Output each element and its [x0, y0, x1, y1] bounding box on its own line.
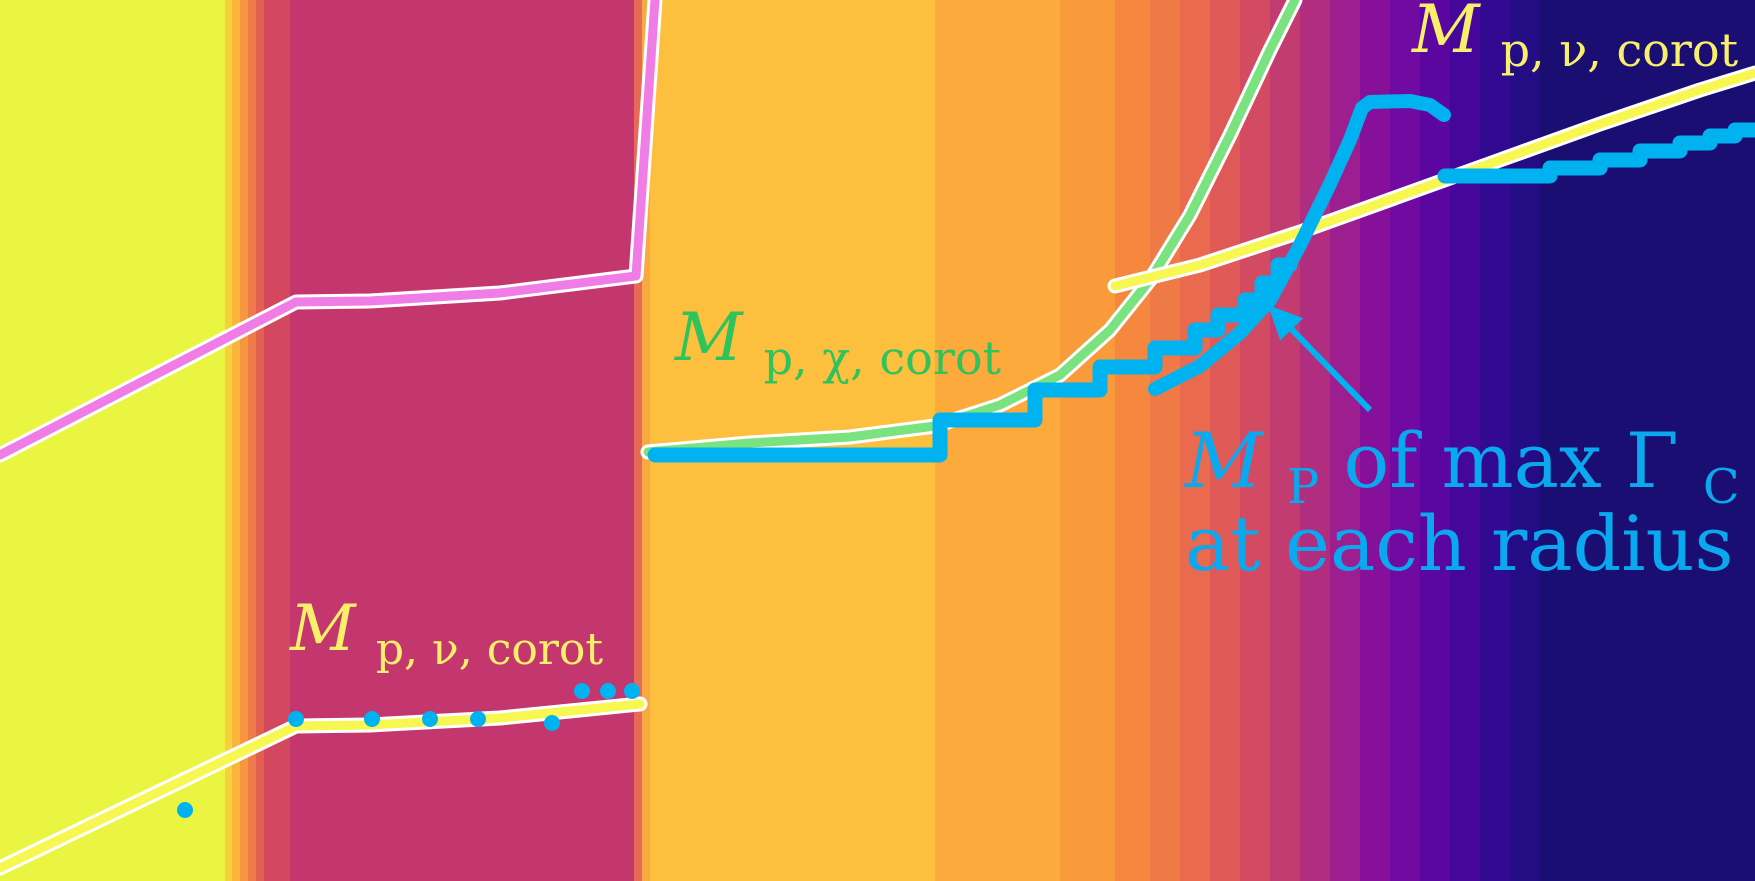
- annotation-arrow-shaft: [1286, 324, 1373, 413]
- label-mp-max-gamma-main: M: [1183, 416, 1265, 505]
- label-mp-max-gamma-sub: P: [1287, 459, 1319, 515]
- data-point-0-7: [600, 683, 616, 699]
- arrow-layer: [1268, 305, 1373, 413]
- label-mp-nu-corot-left-main: M: [289, 592, 357, 666]
- background-band-9: [642, 0, 650, 881]
- background-band-22: [1390, 0, 1420, 881]
- data-point-0-1: [288, 711, 304, 727]
- background-band-14: [1150, 0, 1180, 881]
- label-mp-max-gamma-line1: M P of max Γ C: [1183, 416, 1740, 521]
- background-band-24: [1450, 0, 1480, 881]
- background-band-19: [1300, 0, 1330, 881]
- background-band-7: [290, 0, 634, 881]
- step-series-1: [1437, 122, 1755, 184]
- series-line-2: [643, 0, 1300, 457]
- annotation-arrow-head: [1268, 305, 1304, 341]
- label-mp-nu-corot-right-main: M: [1411, 0, 1481, 68]
- series-line-4: [1148, 94, 1451, 396]
- data-point-0-6: [574, 683, 590, 699]
- label-mp-chi-corot: M p, χ, corot: [674, 299, 1002, 385]
- background-band-6: [264, 0, 290, 881]
- background-band-13: [1115, 0, 1150, 881]
- background-band-23: [1420, 0, 1450, 881]
- data-point-0-4: [470, 711, 486, 727]
- background-band-11: [935, 0, 1060, 881]
- background-band-2: [232, 0, 240, 881]
- label-mp-chi-corot-sub: p, χ, corot: [764, 331, 1002, 385]
- background-band-1: [225, 0, 232, 881]
- label-mp-chi-corot-main: M: [674, 299, 744, 376]
- background-band-18: [1270, 0, 1300, 881]
- background-band-15: [1180, 0, 1210, 881]
- label-mp-max-gamma-line2: at each radius: [1185, 499, 1734, 588]
- label-mp-nu-corot-left-sub: p, ν, corot: [376, 624, 604, 675]
- data-point-0-2: [364, 711, 380, 727]
- step-series-0: [647, 257, 1298, 463]
- label-mp-nu-corot-right-sub: p, ν, corot: [1501, 23, 1739, 77]
- background-band-12: [1060, 0, 1115, 881]
- point-series-layer: [177, 683, 640, 818]
- label-mp-nu-corot-left: M p, ν, corot: [289, 592, 603, 675]
- data-point-0-0: [177, 802, 193, 818]
- background-band-21: [1360, 0, 1390, 881]
- background-band-5: [256, 0, 264, 881]
- background-band-25: [1480, 0, 1510, 881]
- step-series-layer: [647, 122, 1755, 463]
- background-band-17: [1240, 0, 1270, 881]
- data-point-0-3: [422, 711, 438, 727]
- background-band-8: [634, 0, 642, 881]
- background-band-4: [248, 0, 256, 881]
- label-mp-nu-corot-right: M p, ν, corot: [1411, 0, 1739, 77]
- data-point-0-8: [624, 683, 640, 699]
- series-line-0: [0, 0, 660, 460]
- label-mp-max-gamma-rest: of max Γ: [1343, 416, 1678, 505]
- data-point-0-5: [544, 715, 560, 731]
- background-band-3: [240, 0, 248, 881]
- label-mp-max-gamma-rest-sub: C: [1703, 459, 1740, 515]
